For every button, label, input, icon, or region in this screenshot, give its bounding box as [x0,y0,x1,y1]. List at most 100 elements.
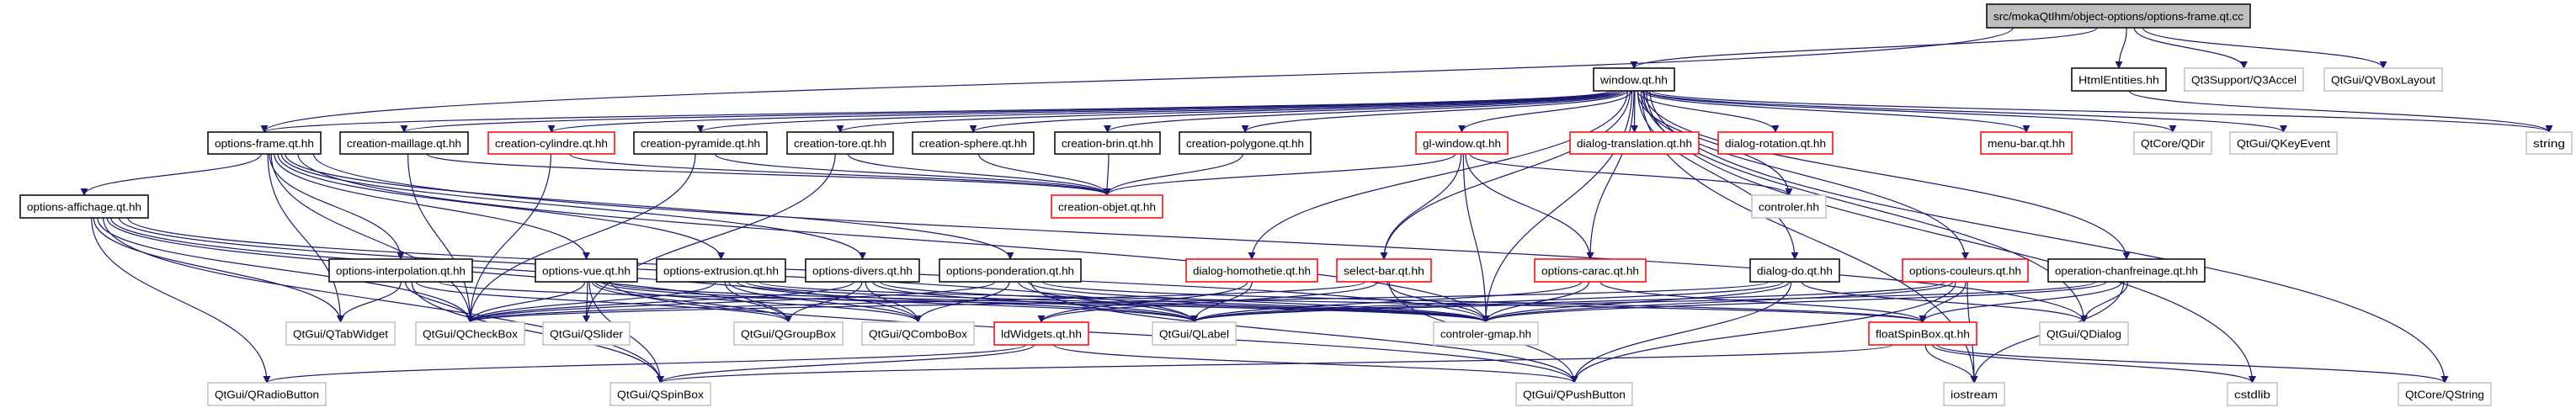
node-box [1185,258,1318,283]
node-label: QtGui/QCheckBox [423,328,519,341]
node-box [1415,131,1509,155]
node-box [1749,258,1840,283]
node-top[interactable]: src/mokaQtIhm/object-options/options-fra… [1986,3,2251,29]
node-box [1902,258,2029,283]
edge-ldw-to-qpush [1053,344,1578,384]
node-ocarac[interactable]: options-carac.qt.hh [1534,258,1647,283]
edge-window-to-controler [1637,90,1793,196]
node-label: src/mokaQtIhm/object-options/options-fra… [1993,10,2244,23]
node-dtrans[interactable]: dialog-translation.qt.hh [1569,131,1700,155]
edge-window-to-ochanf [1643,90,2131,260]
node-ctore[interactable]: creation-tore.qt.hh [786,131,894,155]
node-dhomo[interactable]: dialog-homothetie.qt.hh [1185,258,1318,283]
node-oframe[interactable]: options-frame.qt.hh [207,131,322,155]
node-box [1986,3,2251,29]
node-label: menu-bar.qt.hh [1988,137,2065,150]
edge-ctore-to-cobjet [847,153,1111,196]
edge-ocoul-to-qpush [1570,281,1956,384]
edge-window-to-oframe [261,90,1610,133]
edge-ovue-to-qcheck [466,281,586,323]
node-ocoul[interactable]: options-couleurs.qt.hh [1902,258,2029,283]
node-label: QtGui/QDialog [2046,328,2121,341]
edge-ldw-to-qspin [657,344,1035,384]
node-ldw[interactable]: ldWidgets.qt.hh [993,321,1089,346]
node-menubar[interactable]: menu-bar.qt.hh [1980,131,2073,155]
edge-glwin-to-selbar [1380,153,1462,260]
node-ddo[interactable]: dialog-do.qt.hh [1749,258,1840,283]
node-html[interactable]: HtmlEntities.hh [2071,67,2167,92]
edge-top-to-oframe [260,27,2014,133]
node-cmaillage[interactable]: creation-maillage.qt.hh [339,131,469,155]
node-box [1569,131,1700,155]
node-window[interactable]: window.qt.hh [1593,67,1675,92]
edge-ovue-to-qgroup [592,281,792,323]
node-box [1943,382,2005,406]
edge-window-to-csphere [969,90,1623,133]
node-ovue[interactable]: options-vue.qt.hh [535,258,638,283]
node-cobjet[interactable]: creation-objet.qt.hh [1051,194,1163,219]
node-label: creation-sphere.qt.hh [919,137,1027,150]
node-oaff[interactable]: options-affichage.qt.hh [19,194,149,219]
node-controler: controler.hh [1751,194,1827,219]
node-qslider: QtGui/QSlider [542,321,631,346]
node-ochanf[interactable]: operation-chanfreinage.qt.hh [2047,258,2206,283]
node-box [1152,321,1237,346]
node-label: QtGui/QSlider [550,328,624,341]
node-label: options-interpolation.qt.hh [336,265,466,278]
node-label: ldWidgets.qt.hh [1001,328,1082,341]
edge-cpoly-to-cobjet [1103,153,1243,196]
edge-window-to-glwin [1458,90,1632,133]
node-box [1515,382,1633,406]
edge-cpyr-to-cobjet [714,153,1111,196]
node-oextr[interactable]: options-extrusion.qt.hh [656,258,786,283]
node-fspin[interactable]: floatSpinBox.qt.hh [1868,321,1977,346]
node-cpyr[interactable]: creation-pyramide.qt.hh [633,131,768,155]
node-box [415,321,525,346]
node-box [1433,321,1539,346]
edge-window-to-ocarac [1586,90,1635,260]
edge-opond-to-qpush [1030,281,1578,384]
edge-ocarac-to-qlabel [1190,281,1583,323]
node-qlabel: QtGui/QLabel [1152,321,1237,346]
node-label: QtGui/QVBoxLayout [2331,74,2435,87]
node-qcheck: QtGui/QCheckBox [415,321,525,346]
edge-csphere-to-cobjet [977,153,1111,196]
node-qradio: QtGui/QRadioButton [207,382,327,406]
node-qdialog: QtGui/QDialog [2039,321,2129,346]
node-ointerp[interactable]: options-interpolation.qt.hh [328,258,473,283]
node-opond[interactable]: options-ponderation.qt.hh [939,258,1082,283]
edge-ointerp-to-qcheck [404,281,474,323]
edge-window-to-selbar [1380,90,1631,260]
node-label: options-couleurs.qt.hh [1909,265,2021,278]
edge-ddo-to-qlabel [1190,281,1784,323]
node-cbrin[interactable]: creation-brin.qt.hh [1054,131,1161,155]
edge-glwin-to-controler [1469,153,1793,196]
node-label: controler.hh [1759,201,1819,214]
node-odivers[interactable]: options-divers.qt.hh [805,258,920,283]
node-cpoly[interactable]: creation-polygone.qt.hh [1179,131,1312,155]
edge-top-to-window [1630,27,2098,69]
node-box [207,382,327,406]
edge-oframe-to-odivers [280,153,866,260]
node-glwin[interactable]: gl-window.qt.hh [1415,131,1509,155]
node-drot[interactable]: dialog-rotation.qt.hh [1717,131,1834,155]
node-box [207,131,322,155]
node-box [2525,131,2573,155]
node-csphere[interactable]: creation-sphere.qt.hh [912,131,1035,155]
node-ccyl[interactable]: creation-cylindre.qt.hh [487,131,615,155]
node-label: operation-chanfreinage.qt.hh [2055,265,2198,278]
edge-fspin-to-qspin [657,344,1893,384]
node-label: creation-polygone.qt.hh [1186,137,1304,150]
edge-ocarac-to-cgmap [1482,281,1590,323]
edge-window-to-cmaillage [400,90,1612,133]
edge-ovue-to-cgmap [608,281,1490,323]
edge-cpyr-to-qcheck [466,153,696,323]
edge-fspin-to-iostream [1924,344,1978,384]
node-label: options-divers.qt.hh [812,265,913,278]
edge-fspin-to-cstdlib [1931,344,2256,384]
node-selbar[interactable]: select-bar.qt.hh [1336,258,1432,283]
edge-ointerp-to-qspin [411,281,664,384]
node-label: creation-pyramide.qt.hh [641,137,760,150]
node-label: window.qt.hh [1599,74,1668,87]
